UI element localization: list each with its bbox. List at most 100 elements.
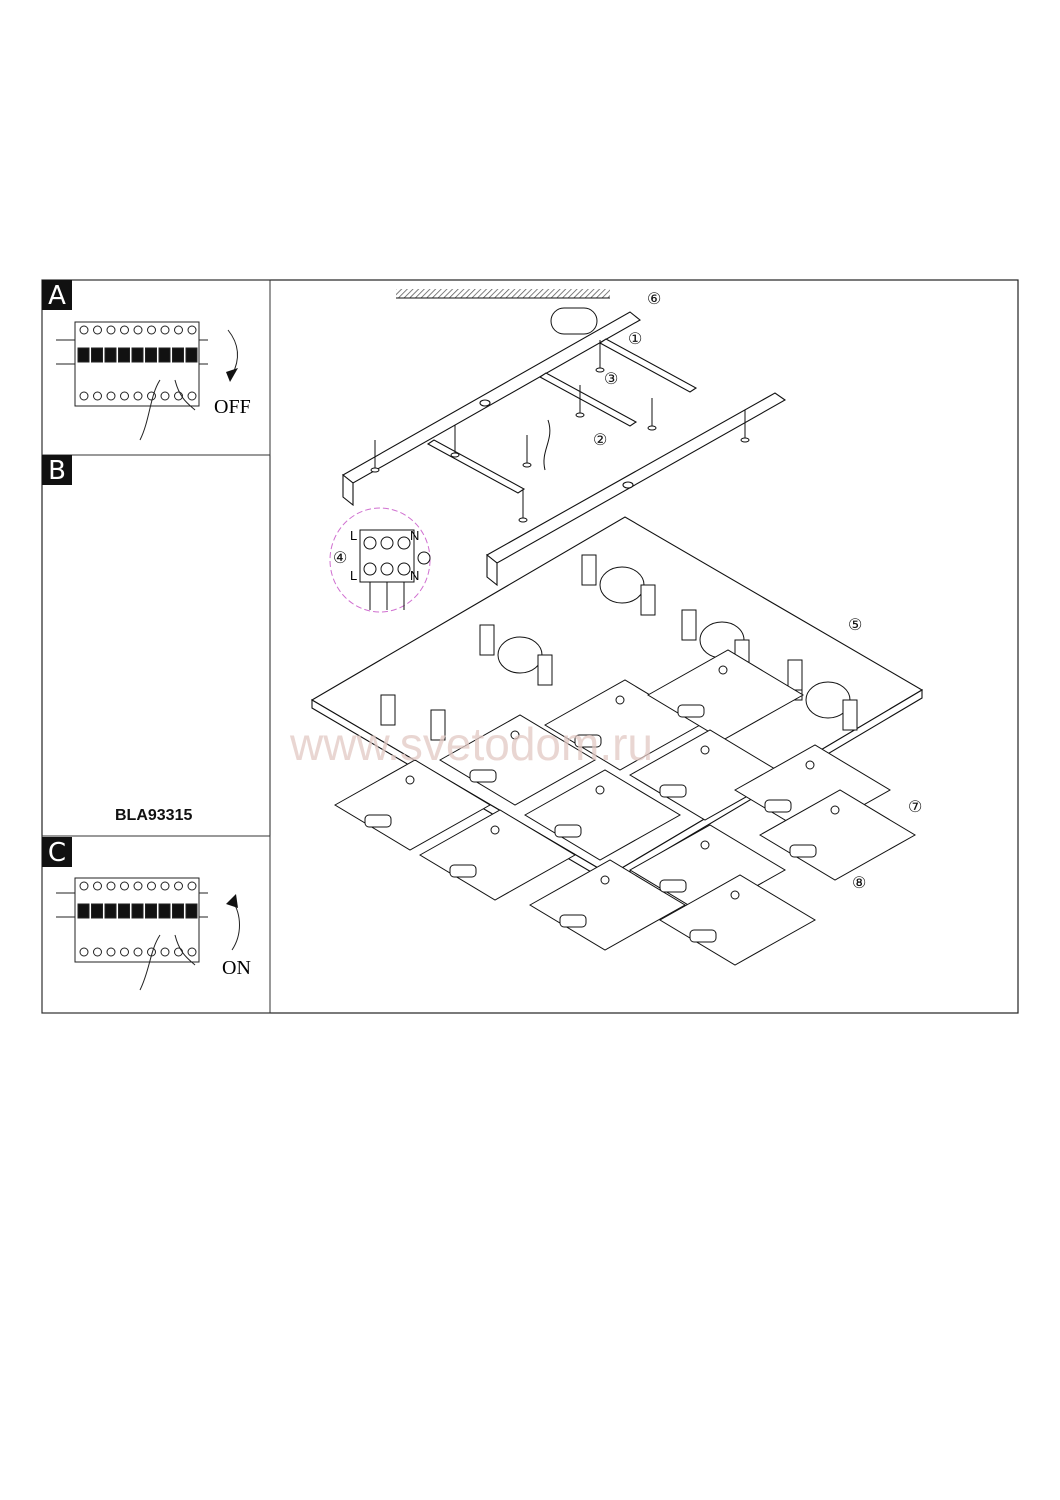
panel-b-label: B — [48, 456, 66, 486]
breaker-switch — [131, 347, 144, 363]
terminal-screw — [397, 562, 411, 576]
mount-screw — [718, 665, 728, 675]
panel-a-label: A — [48, 281, 66, 311]
screws — [370, 340, 750, 523]
mount-screw — [730, 890, 740, 900]
clip — [659, 784, 687, 798]
terminal-screw — [79, 391, 89, 401]
terminal-screw — [79, 881, 89, 891]
terminal-screw — [106, 325, 116, 335]
terminal-screw — [120, 881, 129, 891]
socket-box — [842, 699, 858, 731]
breaker-switch — [118, 903, 130, 919]
circuit-breaker-icon — [56, 321, 208, 407]
screw-head — [518, 517, 528, 523]
arrow-up-icon — [231, 899, 240, 951]
socket-box — [581, 554, 597, 586]
on-label: ON — [222, 957, 251, 979]
mount-screw — [595, 785, 605, 795]
watermark: www.svetodom.ru — [289, 718, 653, 770]
clip — [677, 704, 705, 718]
screw-head — [450, 452, 460, 458]
step-3: ③ — [604, 371, 618, 388]
terminal-screw — [93, 881, 102, 891]
terminal-screw — [120, 325, 129, 335]
screwdriver-detail — [550, 307, 598, 335]
step-6: ⑥ — [647, 291, 661, 308]
terminal-screw — [160, 325, 170, 335]
socket-box — [787, 659, 803, 691]
socket-hole — [599, 566, 645, 604]
terminal-screw — [160, 881, 170, 891]
wire-neutral-top: N — [410, 528, 419, 543]
socket-box — [479, 624, 495, 656]
terminal-screw — [174, 881, 183, 891]
mount-screw — [805, 760, 815, 770]
ground-icon — [417, 551, 431, 565]
mount-screw — [700, 745, 710, 755]
clip — [574, 734, 602, 748]
terminal-screw — [174, 325, 183, 335]
circuit-breaker-icon — [56, 877, 208, 963]
screw-head — [522, 462, 532, 468]
step-7: ⑦ — [908, 799, 922, 816]
screw-head — [740, 437, 750, 443]
mount-screw — [600, 875, 610, 885]
terminal-screw — [79, 325, 89, 335]
terminal-screw — [93, 391, 102, 401]
arrow-down-icon — [227, 329, 238, 376]
screw-head — [575, 412, 585, 418]
socket-box — [681, 609, 697, 641]
terminal-screw — [397, 536, 411, 550]
terminal-screw — [106, 881, 116, 891]
breaker-switch — [172, 903, 184, 919]
terminal-screw — [133, 947, 143, 957]
breaker-switch — [158, 903, 171, 919]
step-1: ① — [628, 331, 642, 348]
terminal-screw — [160, 391, 170, 401]
terminal-screw — [93, 947, 102, 957]
clip — [554, 824, 582, 838]
breaker-switch — [145, 347, 157, 363]
terminal-screw — [120, 947, 129, 957]
breaker-switch — [77, 903, 90, 919]
breaker-switch — [172, 347, 184, 363]
mount-screw — [700, 840, 710, 850]
clip — [659, 879, 687, 893]
breaker-switch — [91, 903, 103, 919]
breaker-switch — [104, 347, 117, 363]
terminal-screw — [133, 325, 143, 335]
hand-icon — [139, 934, 196, 991]
terminal-screw — [106, 391, 116, 401]
panel-c-label: C — [48, 838, 66, 868]
terminal-screw — [187, 391, 197, 401]
terminal-screw — [160, 947, 170, 957]
terminal-screw — [174, 947, 183, 957]
breaker-switch — [118, 347, 130, 363]
breaker-switch — [77, 347, 90, 363]
terminal-screw — [93, 325, 102, 335]
clip — [559, 914, 587, 928]
step-5: ⑤ — [848, 617, 862, 634]
clip — [469, 769, 497, 783]
socket-box — [640, 584, 656, 616]
terminal-block-diagram: L L N N — [329, 507, 431, 613]
terminal-screw — [363, 562, 377, 576]
terminal-screw — [120, 391, 129, 401]
terminal-screw — [133, 391, 143, 401]
socket-hole — [497, 636, 543, 674]
model-code: BLA93315 — [115, 807, 192, 824]
socket-box — [430, 709, 446, 741]
outer-frame — [41, 279, 1019, 1014]
mount-screw — [510, 730, 520, 740]
step-8: ⑧ — [852, 875, 866, 892]
clip — [764, 799, 792, 813]
wire-neutral-bottom: N — [410, 568, 419, 583]
terminal-screw — [187, 947, 197, 957]
breaker-switch — [145, 903, 157, 919]
terminal-screw — [380, 562, 394, 576]
terminal-screw — [133, 881, 143, 891]
terminal-screw — [187, 325, 197, 335]
breaker-switch — [185, 347, 198, 363]
